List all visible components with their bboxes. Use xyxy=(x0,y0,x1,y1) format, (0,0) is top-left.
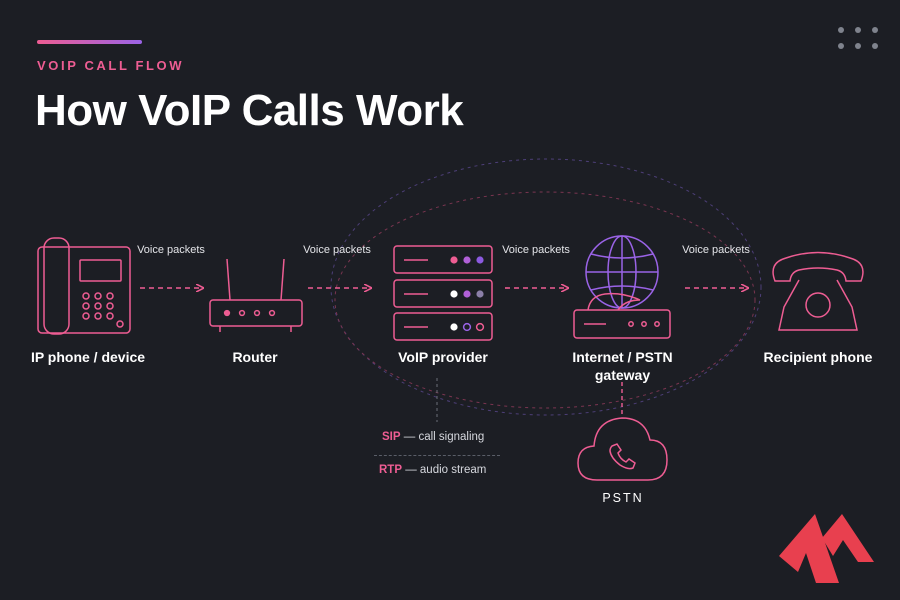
network-orbit-outer xyxy=(330,158,762,416)
connector-label-1: Voice packets xyxy=(137,244,205,256)
node-label-gateway: Internet / PSTN gateway xyxy=(572,349,673,383)
page-title: How VoIP Calls Work xyxy=(35,86,464,135)
node-label-recipient-phone: Recipient phone xyxy=(763,349,873,365)
rotary-phone-icon xyxy=(772,251,864,331)
node-label-router: Router xyxy=(232,349,278,365)
server-stack-icon xyxy=(393,245,493,341)
legend-sip-desc: — call signaling xyxy=(403,431,485,443)
ip-phone-icon xyxy=(37,237,131,335)
m-logo-icon xyxy=(779,514,874,583)
legend-rtp-desc: — audio stream xyxy=(405,464,487,476)
router-icon xyxy=(209,258,303,332)
cloud-phone-icon xyxy=(577,417,668,481)
pstn-label: PSTN xyxy=(602,491,644,505)
legend-rtp-key: RTP xyxy=(379,464,402,476)
menu-dots-icon[interactable] xyxy=(838,27,878,53)
legend-sip-key: SIP xyxy=(382,431,401,443)
eyebrow-label: VOIP CALL FLOW xyxy=(37,58,185,73)
legend-sip: SIP — call signaling xyxy=(382,431,484,443)
network-orbit-inner xyxy=(334,191,756,409)
node-label-ip-phone: IP phone / device xyxy=(30,349,146,365)
connector-label-4: Voice packets xyxy=(682,244,750,256)
accent-bar xyxy=(37,40,142,44)
connector-label-2: Voice packets xyxy=(303,244,371,256)
legend-divider xyxy=(374,455,500,456)
legend-rtp: RTP — audio stream xyxy=(379,464,486,476)
globe-gateway-icon xyxy=(573,235,671,339)
node-label-voip-provider: VoIP provider xyxy=(398,349,488,365)
connector-label-3: Voice packets xyxy=(502,244,570,256)
